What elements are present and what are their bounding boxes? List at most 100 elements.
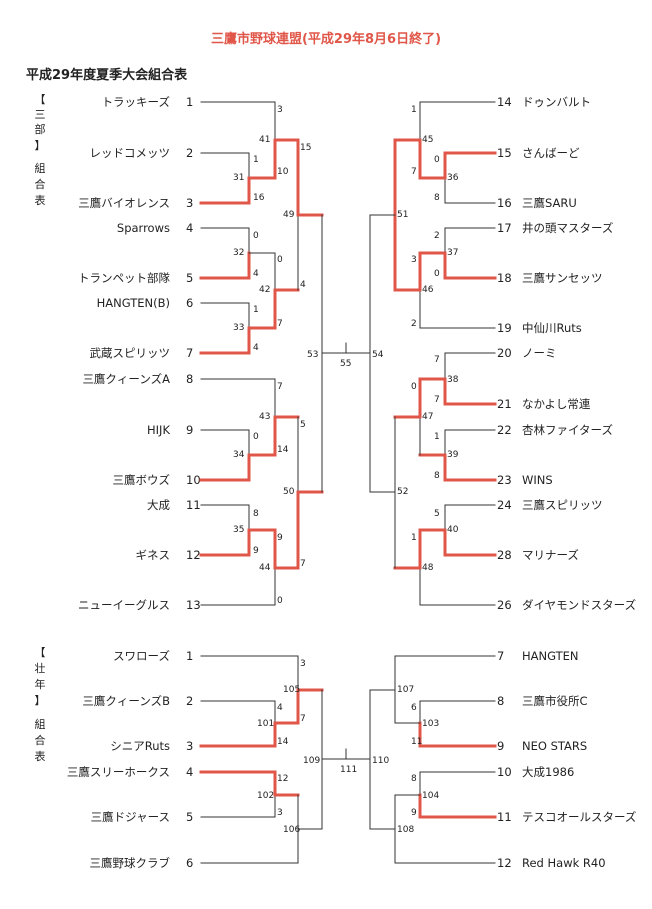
score-label: 3 xyxy=(300,659,306,669)
score-label: 3 xyxy=(277,105,283,115)
score-label: 7 xyxy=(300,559,306,569)
match-number: 31 xyxy=(233,173,244,183)
score-label: 6 xyxy=(411,703,417,713)
left-team-number: 6 xyxy=(186,856,193,870)
match-number: 33 xyxy=(233,323,244,333)
right-team-name: 杏林ファイターズ xyxy=(522,423,613,437)
score-label: 7 xyxy=(277,382,283,392)
score-label: 2 xyxy=(434,231,440,241)
match-number: 110 xyxy=(372,756,389,766)
right-team-name: 大成1986 xyxy=(522,765,574,779)
match-number: 36 xyxy=(447,173,459,183)
right-team-number: 21 xyxy=(497,397,512,411)
match-number: 111 xyxy=(340,765,357,775)
match-number: 46 xyxy=(422,285,434,295)
left-team-number: 8 xyxy=(186,372,193,386)
score-label: 4 xyxy=(300,280,306,290)
match-number: 50 xyxy=(283,487,295,497)
left-team-name: Sparrows xyxy=(117,221,170,235)
right-team-name: 井の頭マスターズ xyxy=(522,221,613,235)
right-team-number: 18 xyxy=(497,271,512,285)
left-team-name: シニアRuts xyxy=(110,739,170,753)
match-number: 40 xyxy=(447,525,459,535)
match-number: 103 xyxy=(422,719,439,729)
match-number: 107 xyxy=(397,685,414,695)
right-team-number: 22 xyxy=(497,423,512,437)
match-number: 45 xyxy=(422,135,433,145)
left-team-number: 3 xyxy=(186,196,193,210)
score-label: 4 xyxy=(277,703,283,713)
side-label-char: 組 xyxy=(35,162,46,175)
score-label: 1 xyxy=(253,155,259,165)
right-team-number: 7 xyxy=(497,649,504,663)
right-team-number: 14 xyxy=(497,95,512,109)
left-team-number: 12 xyxy=(186,548,201,562)
left-team-number: 2 xyxy=(186,694,193,708)
match-number: 54 xyxy=(372,350,384,360)
left-team-number: 7 xyxy=(186,346,193,360)
left-team-number: 10 xyxy=(186,473,201,487)
score-label: 0 xyxy=(277,255,283,265)
score-label: 14 xyxy=(277,445,289,455)
side-label-char: 表 xyxy=(35,749,46,763)
score-label: 5 xyxy=(300,420,306,430)
left-team-name: 三鷹スリーホークス xyxy=(67,765,170,779)
right-team-number: 17 xyxy=(497,221,512,235)
left-team-name: トラッキーズ xyxy=(102,95,170,109)
side-label-char: 組 xyxy=(35,718,46,731)
score-label: 8 xyxy=(434,193,440,203)
right-team-name: Red Hawk R40 xyxy=(522,856,606,870)
right-team-name: WINS xyxy=(522,473,553,487)
score-label: 14 xyxy=(277,737,289,747)
side-label-char: 合 xyxy=(35,733,46,747)
score-label: 8 xyxy=(434,471,440,481)
match-number: 34 xyxy=(233,450,245,460)
match-number: 52 xyxy=(397,487,408,497)
score-label: 0 xyxy=(434,155,440,165)
score-label: 0 xyxy=(253,432,259,442)
right-team-name: ダイヤモンドスターズ xyxy=(522,598,636,612)
right-team-number: 16 xyxy=(497,196,512,210)
right-team-number: 19 xyxy=(497,321,512,335)
score-label: 4 xyxy=(253,343,259,353)
score-label: 0 xyxy=(411,382,417,392)
score-label: 9 xyxy=(411,808,417,818)
left-team-name: 三鷹バイオレンス xyxy=(78,196,170,210)
right-team-number: 12 xyxy=(497,856,512,870)
side-label-char: 【 xyxy=(35,646,46,659)
match-number: 101 xyxy=(257,719,274,729)
left-team-number: 11 xyxy=(186,498,201,512)
score-label: 9 xyxy=(277,533,283,543)
match-number: 51 xyxy=(397,210,408,220)
match-number: 47 xyxy=(422,412,433,422)
match-number: 53 xyxy=(307,350,318,360)
right-team-number: 28 xyxy=(497,548,512,562)
left-team-name: 三鷹ボウズ xyxy=(113,473,171,487)
score-label: 16 xyxy=(253,193,265,203)
score-label: 5 xyxy=(434,509,440,519)
left-team-name: スワローズ xyxy=(113,649,170,663)
table-heading: 平成29年度夏季大会組合表 xyxy=(26,68,188,83)
score-label: 1 xyxy=(411,105,417,115)
score-label: 2 xyxy=(411,319,417,329)
left-team-name: 大成 xyxy=(147,498,170,512)
match-number: 49 xyxy=(283,210,295,220)
match-number: 32 xyxy=(233,248,244,258)
match-number: 104 xyxy=(422,791,439,801)
right-team-number: 26 xyxy=(497,598,512,612)
score-label: 7 xyxy=(300,714,306,724)
right-team-name: テスコオールスターズ xyxy=(522,810,636,824)
left-team-name: ニューイーグルス xyxy=(78,598,170,612)
side-label-char: 】 xyxy=(35,139,46,152)
side-label-char: 年 xyxy=(35,677,46,691)
score-label: 7 xyxy=(434,395,440,405)
score-label: 1 xyxy=(434,432,440,442)
match-number: 43 xyxy=(259,412,270,422)
left-team-number: 6 xyxy=(186,296,193,310)
left-team-name: 三鷹ドジャース xyxy=(91,810,170,824)
score-label: 0 xyxy=(434,269,440,279)
left-team-name: トランペット部隊 xyxy=(78,271,170,285)
left-team-number: 4 xyxy=(186,765,193,779)
score-label: 8 xyxy=(253,509,259,519)
